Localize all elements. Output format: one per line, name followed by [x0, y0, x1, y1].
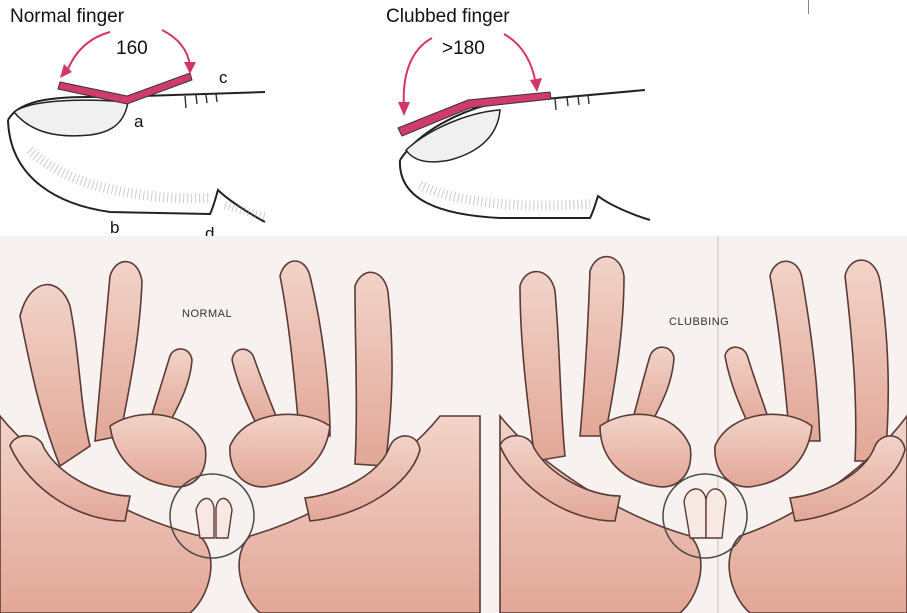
normal-finger-panel: Normal finger 160 a b c d: [0, 0, 300, 240]
clubbing-hands: [500, 257, 907, 613]
clubbed-finger-panel: Clubbed finger >180: [380, 0, 655, 240]
normal-caption: NORMAL: [182, 308, 232, 320]
normal-left-arrow: [66, 32, 110, 74]
clubbed-left-arrow: [404, 38, 432, 108]
label-b: b: [110, 218, 119, 238]
clubbed-right-arrow: [504, 34, 536, 84]
hands-drawing: [0, 236, 907, 613]
clubbed-angle-value: >180: [442, 38, 485, 60]
normal-angle-value: 160: [116, 38, 148, 60]
normal-finger-title: Normal finger: [10, 6, 124, 28]
normal-finger-drawing: [0, 0, 300, 240]
label-c: c: [219, 68, 228, 88]
corner-tick: [808, 0, 809, 14]
label-a: a: [134, 112, 143, 132]
normal-nails: [196, 498, 232, 538]
clubbed-finger-title: Clubbed finger: [386, 6, 510, 28]
schamroth-illustration: NORMAL CLUBBING: [0, 236, 907, 613]
clubbed-finger-drawing: [380, 0, 655, 240]
clubbing-nails: [684, 489, 726, 538]
normal-hands: [0, 261, 480, 613]
clubbing-caption: CLUBBING: [669, 316, 729, 328]
normal-right-arrow: [162, 30, 190, 66]
normal-angle-bar: [58, 73, 192, 104]
